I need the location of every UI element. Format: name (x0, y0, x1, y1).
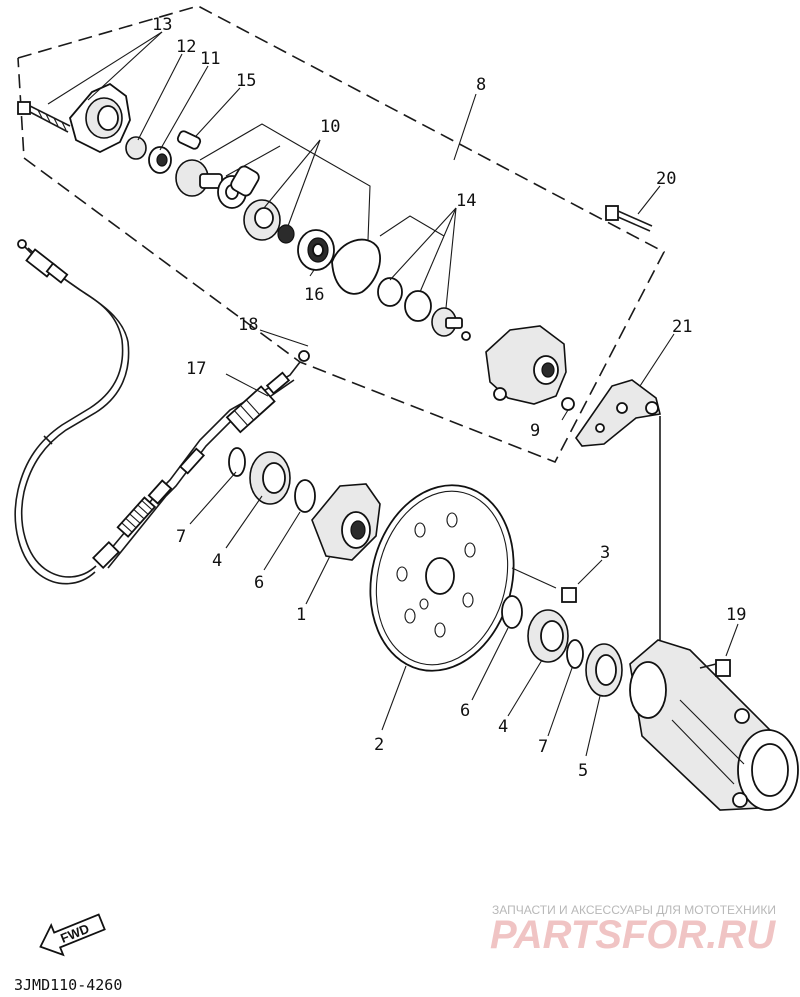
fwd-arrow-icon: FWD (39, 913, 106, 957)
part-6-ring-left (294, 479, 316, 513)
callout-1: 1 (296, 605, 306, 625)
part-11-seal (148, 146, 172, 174)
callout-12: 12 (176, 37, 196, 57)
callout-18: 18 (238, 315, 258, 335)
part-13-bolt (17, 101, 71, 133)
callout-3: 3 (600, 543, 610, 563)
part-5-seal (585, 643, 623, 697)
callout-6b: 6 (460, 701, 470, 721)
watermark-brand: PARTSFOR.RU (490, 913, 776, 957)
part-19-bolt (699, 659, 731, 677)
caliper-assembly-outline (17, 5, 666, 464)
callout-15: 15 (236, 71, 256, 91)
callout-19: 19 (726, 605, 746, 625)
callout-7b: 7 (538, 737, 548, 757)
callout-4a: 4 (212, 551, 222, 571)
part-7-circlip-right (566, 639, 584, 669)
callout-14: 14 (456, 191, 476, 211)
part-12-washer (125, 136, 147, 160)
callout-labels: 13 12 11 15 10 8 14 20 16 21 18 17 9 7 4… (152, 15, 746, 781)
callout-17: 17 (186, 359, 206, 379)
part-21-bracket (575, 379, 661, 447)
part-8-caliper (485, 325, 567, 405)
cam-lever-part (175, 159, 260, 209)
callout-16: 16 (304, 285, 324, 305)
axle-housing (629, 639, 799, 811)
part-15-pin (176, 130, 202, 150)
leader-lines (47, 31, 739, 757)
part-1-hub (311, 483, 381, 561)
watermark-tagline: ЗАПЧАСТИ И АКСЕССУАРЫ ДЛЯ МОТОТЕХНИКИ (492, 903, 776, 917)
callout-9: 9 (530, 421, 540, 441)
callout-10: 10 (320, 117, 340, 137)
callout-11: 11 (200, 49, 220, 69)
callout-8: 8 (476, 75, 486, 95)
watermark-logo: ЗАПЧАСТИ И АКСЕССУАРЫ ДЛЯ МОТОТЕХНИКИ PA… (490, 903, 776, 957)
brake-cable (14, 239, 310, 585)
part-16-bearing (297, 229, 335, 271)
part-13-housing (69, 82, 131, 154)
part-10-adjuster (243, 199, 295, 244)
part-14-piston-set (377, 277, 471, 341)
part-2-brake-disc (369, 484, 515, 672)
callout-13: 13 (152, 15, 172, 35)
part-7-circlip-left (228, 447, 246, 477)
callout-21: 21 (672, 317, 692, 337)
callout-7a: 7 (176, 527, 186, 547)
callout-20: 20 (656, 169, 676, 189)
part-4-bearing-left (249, 451, 291, 505)
part-4-bearing-right (527, 609, 569, 663)
callout-2: 2 (374, 735, 384, 755)
part-9-nut (561, 397, 575, 411)
callout-5: 5 (578, 761, 588, 781)
part-3-bolt (511, 567, 577, 603)
caliper-gasket (331, 238, 381, 295)
part-6-ring-right (501, 595, 523, 629)
part-20-bolt (605, 205, 653, 232)
callout-4b: 4 (498, 717, 508, 737)
diagram-code: 3JMD110-4260 (14, 976, 122, 994)
callout-6a: 6 (254, 573, 264, 593)
